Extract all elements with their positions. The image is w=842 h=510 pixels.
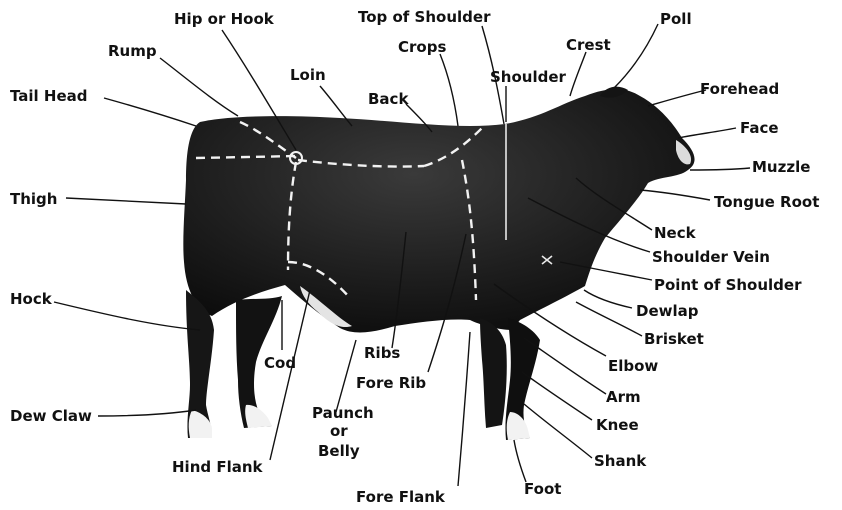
label-shoulder-vein: Shoulder Vein (652, 248, 770, 266)
label-hock: Hock (10, 290, 53, 308)
label-arm: Arm (606, 388, 641, 406)
label-rump: Rump (108, 42, 157, 60)
cow-silhouette (183, 87, 694, 440)
label-face: Face (740, 119, 779, 137)
label-paunch-line2: or (330, 422, 348, 440)
label-top-of-shoulder: Top of Shoulder (358, 8, 491, 26)
label-ribs: Ribs (364, 344, 400, 362)
hind-rear-foot-white (189, 410, 212, 438)
label-crest: Crest (566, 36, 611, 54)
label-paunch-line3: Belly (318, 442, 360, 460)
label-tail-head: Tail Head (10, 87, 88, 105)
label-neck: Neck (654, 224, 697, 242)
label-forehead: Forehead (700, 80, 779, 98)
label-loin: Loin (290, 66, 326, 84)
label-paunch-line1: Paunch (312, 404, 374, 422)
label-foot: Foot (524, 480, 561, 498)
cow-fore-leg-rear (480, 318, 507, 428)
hind-near-foot-white (245, 405, 272, 428)
cow-body (183, 89, 694, 332)
label-shoulder: Shoulder (490, 68, 567, 86)
label-fore-rib: Fore Rib (356, 374, 426, 392)
label-muzzle: Muzzle (752, 158, 810, 176)
fore-near-foot-white (507, 412, 530, 440)
label-knee: Knee (596, 416, 639, 434)
label-fore-flank: Fore Flank (356, 488, 446, 506)
label-thigh: Thigh (10, 190, 57, 208)
label-point-of-shoulder: Point of Shoulder (654, 276, 802, 294)
label-crops: Crops (398, 38, 446, 56)
label-dewlap: Dewlap (636, 302, 699, 320)
label-poll: Poll (660, 10, 692, 28)
label-cod: Cod (264, 354, 296, 372)
label-shank: Shank (594, 452, 647, 470)
label-elbow: Elbow (608, 357, 658, 375)
label-hind-flank: Hind Flank (172, 458, 264, 476)
label-brisket: Brisket (644, 330, 704, 348)
label-back: Back (368, 90, 409, 108)
label-dew-claw: Dew Claw (10, 407, 92, 425)
label-tongue-root: Tongue Root (714, 193, 819, 211)
label-hip-or-hook: Hip or Hook (174, 10, 275, 28)
